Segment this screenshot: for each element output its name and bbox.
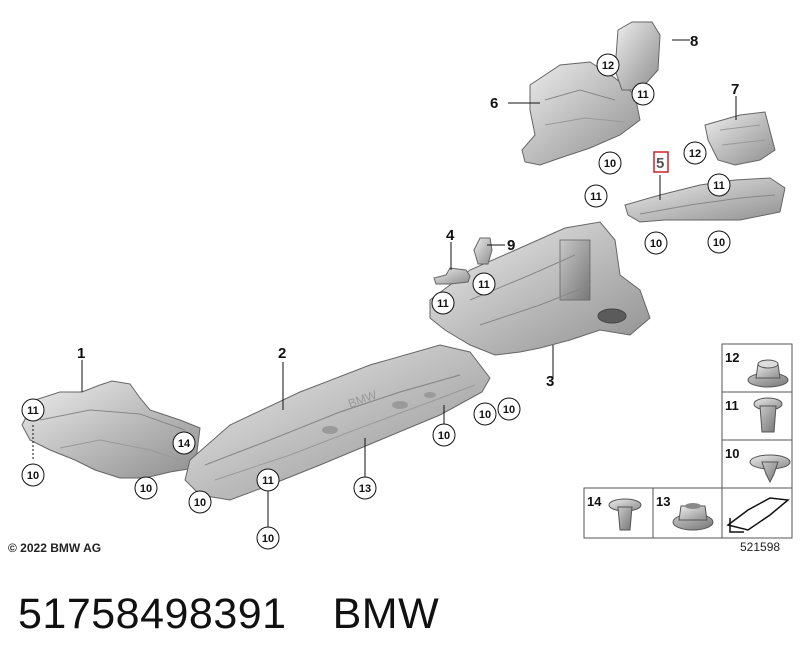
callout-10: 10	[194, 497, 206, 509]
fastener-callouts: 11 10 10 14 10 11 10 13 10 10 10 11 11 1…	[21, 53, 731, 550]
callout-11: 11	[713, 180, 725, 192]
exploded-parts-diagram: BMW	[21, 21, 793, 550]
part-3-rear-underbody-panel	[429, 221, 651, 356]
callout-10: 10	[438, 430, 450, 442]
callout-10: 10	[503, 404, 515, 416]
callout-10: 10	[713, 237, 725, 249]
part-5-side-panel	[624, 177, 786, 223]
orientation-arrow-icon	[726, 497, 790, 533]
part-label-4: 4	[446, 227, 455, 244]
flange-nut-13-icon	[672, 503, 714, 531]
part-label-6: 6	[490, 95, 498, 112]
diagram-reference-code: 521598	[740, 540, 781, 554]
callout-10: 10	[604, 158, 616, 170]
fastener-legend: 12 11 10 14 13	[583, 343, 793, 539]
callout-11: 11	[478, 279, 490, 291]
callout-11: 11	[637, 89, 649, 101]
part-2-center-underbody-panel: BMW	[184, 344, 491, 501]
callout-14: 14	[178, 438, 191, 450]
part-label-7: 7	[731, 81, 739, 98]
legend-label-14: 14	[587, 494, 602, 509]
part-label-8: 8	[690, 33, 698, 50]
part-label-5-highlight: 5	[653, 151, 669, 173]
part-label-1: 1	[77, 345, 85, 362]
brand-name: BMW	[332, 590, 440, 638]
copyright-notice: © 2022 BMW AG	[8, 541, 102, 555]
part-7-bracket-plate	[704, 111, 776, 166]
part-number-caption: 51758498391 BMW	[18, 590, 439, 639]
callout-10: 10	[650, 238, 662, 250]
callout-12: 12	[689, 148, 701, 160]
part-9-bracket	[473, 237, 493, 265]
legend-label-10: 10	[725, 446, 739, 461]
part-4-bracket	[433, 267, 471, 285]
part-8-holder	[614, 21, 661, 91]
callout-11: 11	[590, 191, 602, 203]
legend-label-12: 12	[725, 350, 739, 365]
part-label-2: 2	[278, 345, 286, 362]
callout-10: 10	[140, 483, 152, 495]
rivet-14-icon	[608, 498, 642, 531]
callout-12: 12	[602, 60, 614, 72]
callout-11: 11	[262, 475, 274, 487]
legend-label-11: 11	[725, 398, 739, 413]
callout-11: 11	[437, 298, 449, 310]
callout-11: 11	[27, 405, 39, 417]
callout-10: 10	[27, 470, 39, 482]
callout-10: 10	[262, 533, 274, 545]
callout-13: 13	[359, 483, 371, 495]
part-label-3: 3	[546, 373, 554, 390]
nut-12-icon	[747, 359, 789, 388]
part-1-front-underbody-cover	[21, 380, 201, 479]
part-label-9: 9	[507, 237, 515, 254]
clip-nut-11-icon	[753, 397, 783, 433]
leader-lines	[32, 39, 737, 528]
part-label-5: 5	[656, 155, 664, 172]
part-number-labels: 1 2 3 4 9 6 7 8	[77, 33, 739, 390]
legend-label-13: 13	[656, 494, 670, 509]
screw-10-icon	[749, 454, 791, 484]
callout-10: 10	[479, 409, 491, 421]
part-number: 51758498391	[18, 590, 287, 638]
